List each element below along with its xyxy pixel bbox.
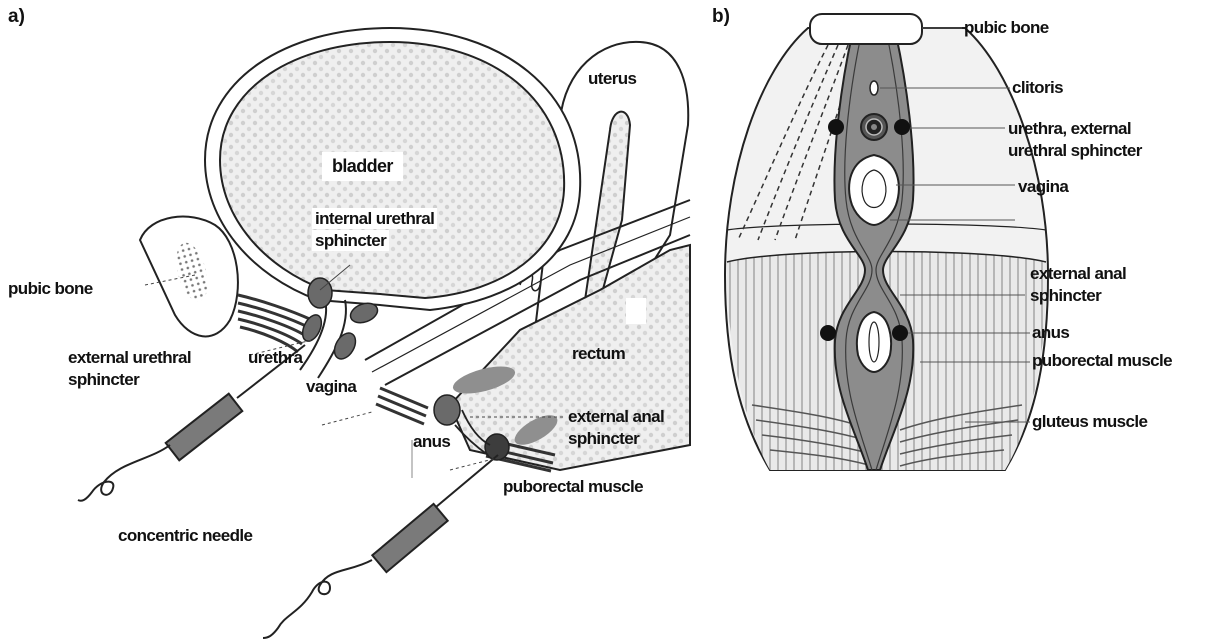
needle-site-urethra-left xyxy=(828,119,844,135)
external-urethral-sphincter-label-line1: external urethral xyxy=(68,347,191,368)
external-urethral-sphincter-muscle xyxy=(238,295,312,352)
pubic-bone-b xyxy=(810,14,922,44)
b-puborectal-muscle-label: puborectal muscle xyxy=(1032,350,1172,371)
anal-sphincter-left xyxy=(434,395,460,425)
concentric-needle-label: concentric needle xyxy=(118,525,252,546)
b-external-anal-sphincter-label-line1: external anal xyxy=(1030,263,1126,284)
b-urethra-label-line1: urethra, external xyxy=(1008,118,1131,139)
external-urethral-sphincter-label-line2: sphincter xyxy=(68,369,139,390)
needle-site-anus-right xyxy=(892,325,908,341)
panel-a-label: a) xyxy=(8,6,25,27)
uterus-label: uterus xyxy=(588,68,636,89)
urethra-label: urethra xyxy=(248,347,302,368)
external-anal-sphincter-label-line2: sphincter xyxy=(568,428,639,449)
b-urethra-label-line2: urethral sphincter xyxy=(1008,140,1142,161)
concentric-needle-2 xyxy=(263,455,498,638)
vaginal-muscle-bundle xyxy=(376,388,428,424)
anus-label: anus xyxy=(413,431,450,452)
clitoris-shape xyxy=(870,81,878,95)
panel-b-drawing xyxy=(725,14,1048,470)
needle-site-anus-left xyxy=(820,325,836,341)
b-vagina-label: vagina xyxy=(1018,176,1068,197)
internal-urethral-sphincter-label-line1: internal urethral xyxy=(312,208,437,229)
panel-b-label: b) xyxy=(712,6,730,27)
panel-a-drawing xyxy=(78,28,690,638)
b-clitoris-label: clitoris xyxy=(1012,77,1063,98)
vagina-sphincter xyxy=(330,329,360,362)
needle-site-urethra-right xyxy=(894,119,910,135)
b-external-anal-sphincter-label-line2: sphincter xyxy=(1030,285,1101,306)
b-gluteus-muscle-label: gluteus muscle xyxy=(1032,411,1147,432)
external-anal-sphincter-label-line1: external anal xyxy=(568,406,664,427)
rectum-label: rectum xyxy=(572,343,625,364)
internal-urethral-sphincter-label-line2: sphincter xyxy=(312,230,389,251)
puborectal-muscle-label: puborectal muscle xyxy=(503,476,643,497)
bladder-label: bladder xyxy=(322,152,403,181)
vagina-label: vagina xyxy=(306,376,356,397)
b-anus-label: anus xyxy=(1032,322,1069,343)
pubic-bone-label: pubic bone xyxy=(8,278,93,299)
b-pubic-bone-label: pubic bone xyxy=(964,17,1049,38)
